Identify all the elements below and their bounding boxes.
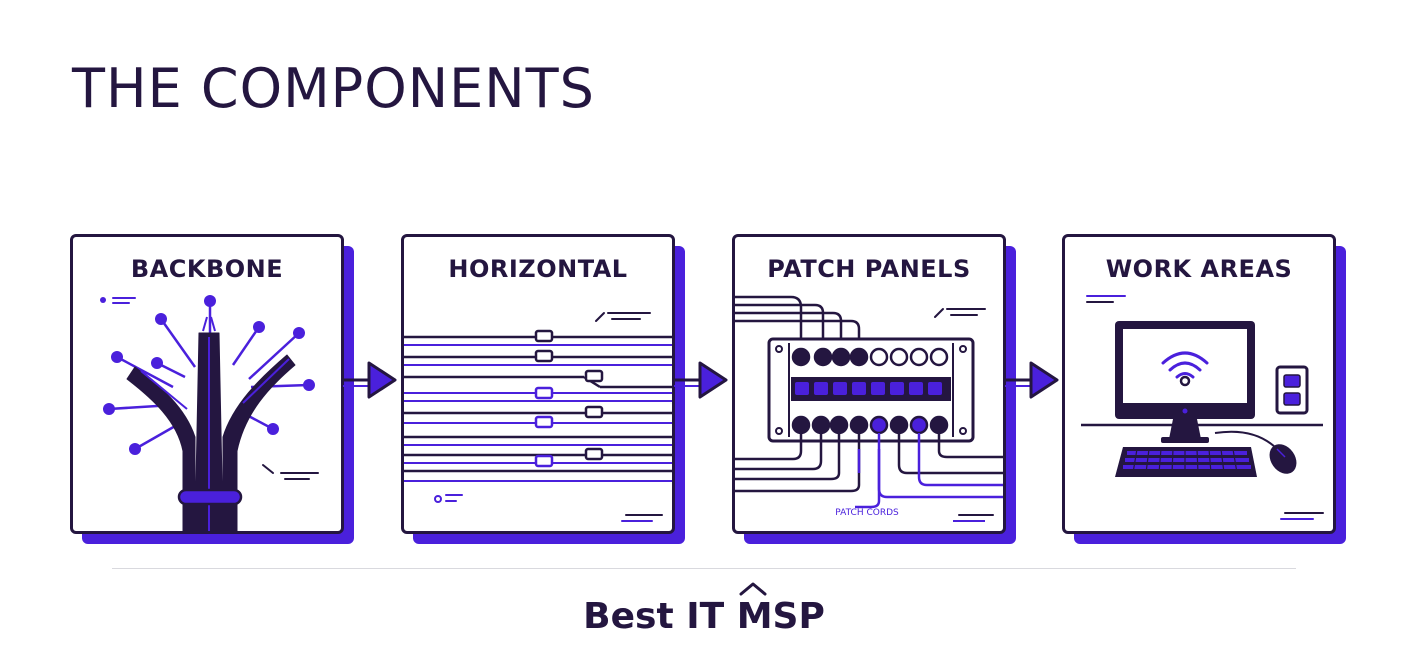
arrow-right-icon — [674, 361, 728, 399]
caret-icon — [739, 582, 767, 596]
patch-cords-label: PATCH CORDS — [835, 508, 899, 518]
panel-card: HORIZONTAL — [401, 234, 675, 534]
brand-prefix: Best IT — [583, 596, 737, 637]
panel-horizontal: HORIZONTAL — [401, 234, 685, 544]
mouse-icon — [1269, 444, 1297, 474]
panel-work-areas: WORK AREAS — [1062, 234, 1346, 544]
tree-network-icon — [100, 295, 319, 531]
panel-label-work-areas: WORK AREAS — [1105, 255, 1293, 283]
panel-label-backbone: BACKBONE — [130, 255, 284, 283]
panel-card: BACKBONE — [70, 234, 344, 534]
panel-card: PATCH PANELS — [732, 234, 1006, 534]
arrow-right-icon — [1005, 361, 1059, 399]
brand-msp-wrap: MSP — [736, 582, 825, 637]
panel-card: WORK AREAS — [1062, 234, 1336, 534]
keyboard-icon — [1115, 447, 1257, 477]
wall-jack-icon — [1275, 365, 1309, 415]
panel-label-horizontal: HORIZONTAL — [448, 255, 628, 283]
brand-logo: Best IT MSP — [0, 582, 1408, 637]
brand-suffix: MSP — [736, 596, 825, 637]
page-title: THE COMPONENTS — [72, 57, 595, 120]
cable-bundle-icon — [404, 312, 672, 522]
panel-backbone: BACKBONE — [70, 234, 354, 544]
arrow-right-icon — [343, 361, 397, 399]
panel-patch-panels: PATCH PANELS — [732, 234, 1016, 544]
computer-wifi-icon — [1081, 295, 1324, 520]
footer-divider — [112, 568, 1296, 569]
panel-label-patch-panels: PATCH PANELS — [767, 255, 971, 283]
patch-panel-icon: PATCH CORDS — [735, 295, 1003, 522]
